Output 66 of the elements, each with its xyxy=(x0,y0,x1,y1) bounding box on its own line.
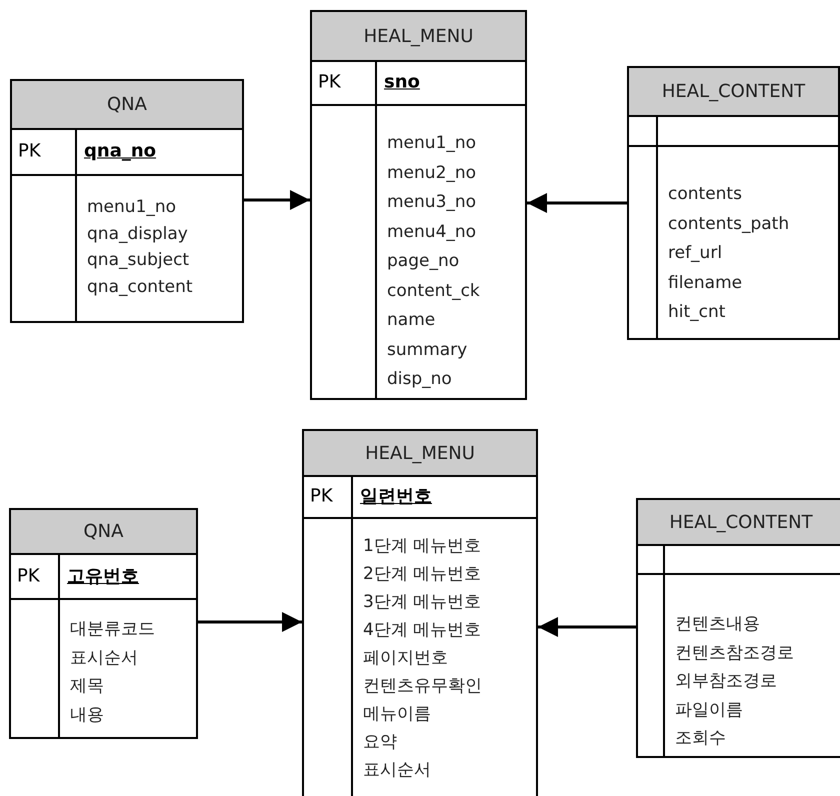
table-title: HEAL_CONTENT xyxy=(629,68,838,117)
primary-key-row xyxy=(11,553,196,600)
attribute-name: content_ck xyxy=(387,280,480,302)
attribute-name: 1단계 메뉴번호 xyxy=(363,535,482,557)
primary-key-row xyxy=(638,544,840,575)
attribute-name: 표시순서 xyxy=(70,646,138,668)
entity-table xyxy=(636,498,840,758)
attribute-name: 컨텐츠내용 xyxy=(675,613,760,635)
attribute-name: 컨텐츠참조경로 xyxy=(675,642,794,664)
attribute-name: 2단계 메뉴번호 xyxy=(363,563,482,585)
attribute-name: 외부참조경로 xyxy=(675,670,777,692)
table-title: QNA xyxy=(11,510,196,555)
primary-key-name: 일련번호 xyxy=(360,485,432,508)
attribute-name: menu4_no xyxy=(387,220,476,242)
attribute-name: summary xyxy=(387,338,468,360)
primary-key-row xyxy=(304,475,536,519)
primary-key-name: qna_no xyxy=(84,140,156,162)
attribute-name: 조회수 xyxy=(675,727,726,749)
attribute-name: contents xyxy=(668,183,742,205)
table-title: HEAL_CONTENT xyxy=(638,500,840,546)
attribute-name: 대분류코드 xyxy=(70,618,155,640)
attribute-name: filename xyxy=(668,272,742,294)
primary-key-row xyxy=(312,60,525,106)
attribute-name: 3단계 메뉴번호 xyxy=(363,591,482,613)
attribute-name: 표시순서 xyxy=(363,759,431,781)
attribute-name: 페이지번호 xyxy=(363,647,448,669)
attribute-name: 파일이름 xyxy=(675,698,743,720)
attribute-name: qna_content xyxy=(87,276,193,298)
attribute-name: disp_no xyxy=(387,368,452,390)
relationship-arrow xyxy=(244,190,310,210)
attribute-name: menu3_no xyxy=(387,191,476,213)
key-marker: PK xyxy=(318,72,341,92)
attribute-name: menu1_no xyxy=(87,196,176,218)
entity-table xyxy=(310,10,527,400)
attribute-name: 내용 xyxy=(70,704,104,726)
primary-key-name: sno xyxy=(384,72,420,92)
key-marker: PK xyxy=(17,565,40,586)
attribute-name: 메뉴이름 xyxy=(363,703,431,725)
attribute-name: contents_path xyxy=(668,212,790,234)
entity-table xyxy=(10,79,244,323)
key-marker: PK xyxy=(18,140,41,162)
attribute-name: hit_cnt xyxy=(668,301,726,323)
key-marker: PK xyxy=(310,486,333,506)
attribute-name: menu1_no xyxy=(387,132,476,154)
entity-table xyxy=(627,66,840,340)
attribute-name: ref_url xyxy=(668,242,722,264)
attribute-name: name xyxy=(387,309,436,331)
attribute-name: 컨텐츠유무확인 xyxy=(363,675,482,697)
table-title: HEAL_MENU xyxy=(304,431,536,477)
attribute-name: 4단계 메뉴번호 xyxy=(363,619,482,641)
table-title: HEAL_MENU xyxy=(312,12,525,62)
entity-table xyxy=(302,429,538,796)
attribute-name: qna_subject xyxy=(87,249,190,271)
attribute-name: 요약 xyxy=(363,731,397,753)
table-title: QNA xyxy=(12,81,242,130)
attribute-name: qna_display xyxy=(87,222,188,244)
entity-table xyxy=(9,508,198,739)
primary-key-name: 고유번호 xyxy=(67,564,139,588)
relationship-arrow xyxy=(527,193,627,213)
relationship-arrow xyxy=(198,612,302,632)
attribute-name: 제목 xyxy=(70,675,104,697)
attribute-name: menu2_no xyxy=(387,162,476,184)
primary-key-row xyxy=(12,128,242,176)
attribute-name: page_no xyxy=(387,250,460,272)
primary-key-row xyxy=(629,115,838,147)
relationship-arrow xyxy=(538,617,636,637)
